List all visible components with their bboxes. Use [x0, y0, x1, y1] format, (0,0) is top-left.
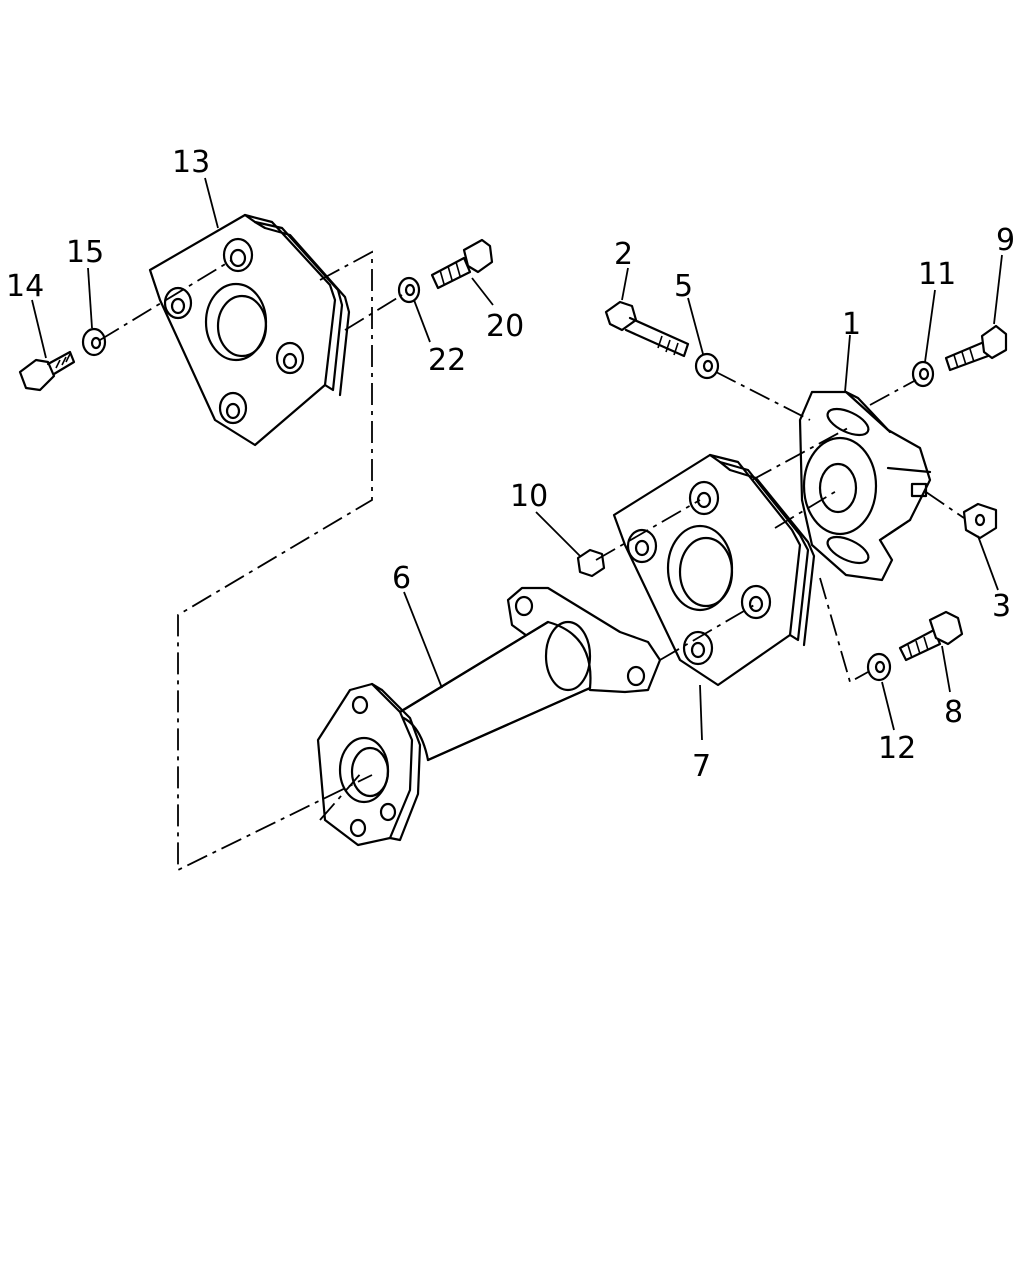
assembly-center-lines: [99, 259, 965, 821]
part-1-bracket: [798, 390, 932, 582]
callout-1: 1: [842, 307, 861, 342]
callout-12: 12: [878, 731, 916, 766]
part-5-washer: [694, 352, 720, 380]
assembly-frame-line: [177, 250, 373, 872]
callout-20: 20: [486, 309, 524, 344]
callout-7: 7: [692, 749, 711, 784]
callout-22: 22: [428, 343, 466, 378]
callout-14: 14: [6, 269, 44, 304]
part-3-nut: [962, 502, 998, 540]
callout-13: 13: [172, 145, 210, 180]
part-15-washer: [81, 327, 107, 357]
part-8-bolt: [898, 610, 964, 662]
part-7-plate: [612, 453, 816, 687]
callout-2: 2: [614, 237, 633, 272]
callout-3: 3: [992, 589, 1011, 624]
callout-10: 10: [510, 479, 548, 514]
callout-6: 6: [392, 561, 411, 596]
part-22-washer: [397, 276, 421, 304]
callout-11: 11: [918, 257, 956, 292]
callout-8: 8: [944, 695, 963, 730]
part-10-nut: [576, 548, 606, 578]
part-20-bolt: [430, 238, 494, 290]
part-6-pipe: [316, 586, 662, 847]
part-2-bolt: [604, 300, 690, 358]
callout-5: 5: [674, 269, 693, 304]
part-11-washer: [911, 360, 935, 388]
part-12-washer: [866, 652, 892, 682]
callout-leaders: [31, 177, 1003, 741]
part-9-bolt: [944, 324, 1008, 372]
callout-9: 9: [996, 223, 1015, 258]
part-14-bolt: [18, 350, 76, 392]
callout-labels: 13 15 14 22 20 2 5 1 11 9 3 10 6 7 12 8: [6, 145, 1015, 784]
callout-15: 15: [66, 235, 104, 270]
part-13-plate: [148, 213, 351, 447]
